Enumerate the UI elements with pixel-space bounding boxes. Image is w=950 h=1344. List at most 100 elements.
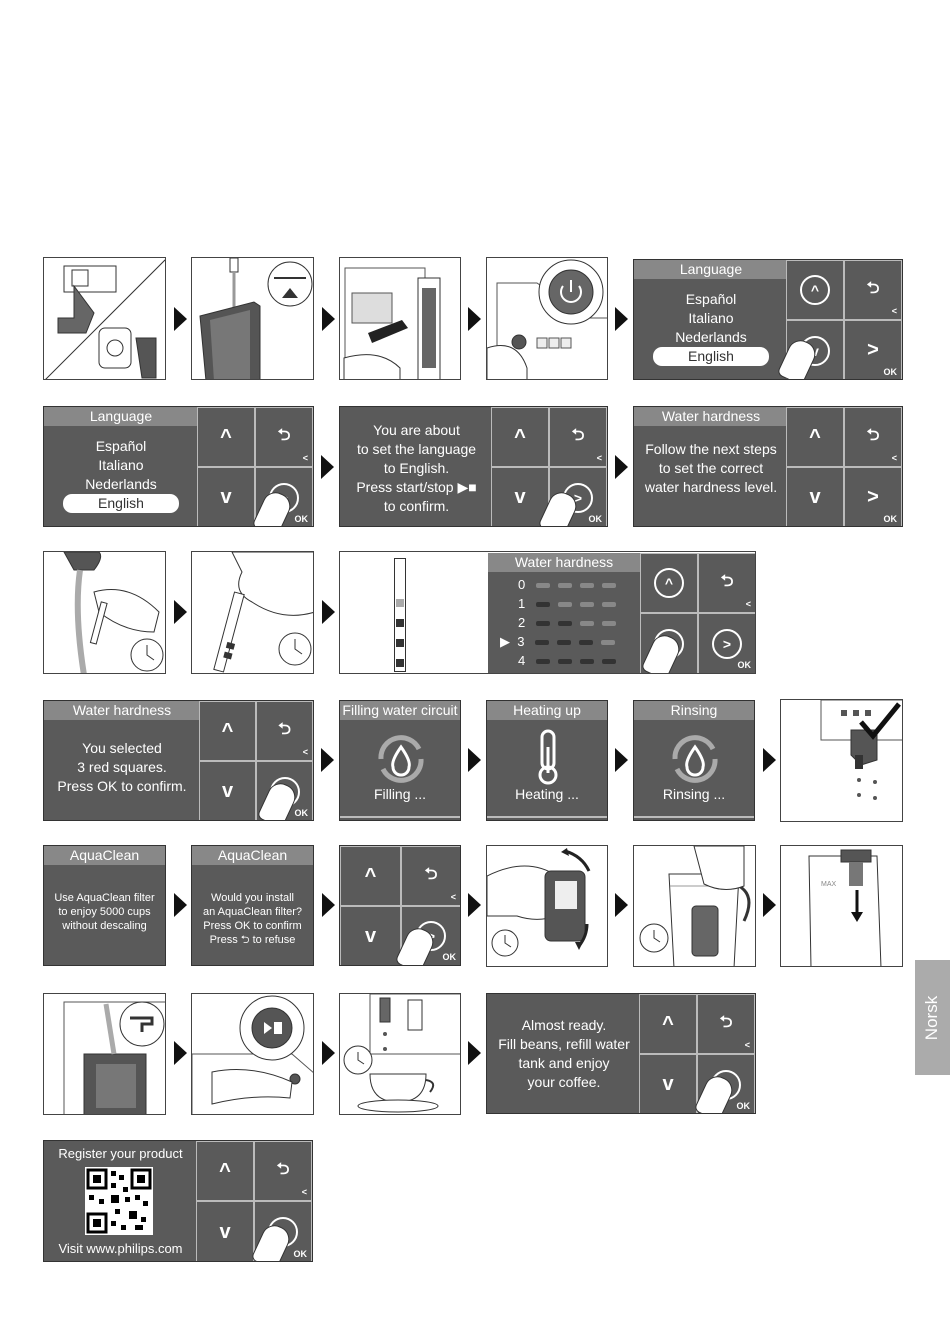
back-button[interactable]: ⮌<: [256, 701, 313, 761]
coffee-cup-illustration: [343, 994, 460, 1113]
aquaclean-info-screen: AquaClean Use AquaClean filter to enjoy …: [43, 845, 166, 966]
water-hardness-select-panel: Water hardness 0 1 2 ▶ 3 4 ^ ⮌< v >OK: [339, 551, 756, 674]
chevron-down-icon: v: [221, 780, 234, 802]
arrow-right-icon: [322, 1041, 335, 1065]
down-button[interactable]: v: [340, 906, 401, 965]
language-option-selected[interactable]: English: [63, 494, 179, 513]
up-button[interactable]: ^: [786, 407, 844, 467]
tank-max-label: MAX: [821, 881, 837, 888]
down-button[interactable]: v: [786, 467, 844, 526]
screen-title: Filling water circuit: [340, 701, 460, 720]
back-button[interactable]: ⮌<: [844, 260, 902, 320]
language-option[interactable]: Italiano: [688, 310, 734, 326]
language-option[interactable]: Español: [685, 291, 737, 307]
down-button[interactable]: v: [197, 467, 255, 526]
arrow-right-icon: [321, 748, 334, 772]
ok-button[interactable]: >OK: [844, 467, 902, 526]
up-button[interactable]: ^: [196, 1141, 254, 1201]
hardness-level-row[interactable]: 4: [518, 653, 624, 668]
screen-title: Rinsing: [634, 701, 754, 720]
down-button[interactable]: v: [199, 761, 256, 820]
back-icon: ⮌: [866, 279, 880, 297]
chevron-up-icon: ^: [514, 425, 526, 448]
chevron-down-icon: v: [364, 924, 377, 947]
up-button[interactable]: ^: [786, 260, 844, 320]
progress-bar: [340, 816, 460, 818]
up-button[interactable]: ^: [640, 553, 698, 613]
arrow-right-icon: [174, 893, 187, 917]
screen-title: Water hardness: [488, 553, 640, 572]
chevron-up-icon: ^: [800, 275, 830, 305]
back-button[interactable]: ⮌<: [255, 407, 313, 467]
hardness-level-row-selected[interactable]: ▶ 3: [500, 634, 623, 650]
up-button[interactable]: ^: [639, 994, 697, 1054]
language-option[interactable]: Nederlands: [675, 329, 747, 345]
chevron-down-icon: v: [809, 486, 821, 508]
strip-square: [396, 659, 404, 667]
back-button[interactable]: ⮌<: [401, 846, 460, 906]
thermometer-icon: [538, 729, 558, 785]
step-press-start: [191, 993, 314, 1115]
language-side-tab[interactable]: Norsk: [915, 960, 950, 1075]
hardness-level-row[interactable]: 1: [518, 596, 624, 611]
info-message: Use AquaClean filter to enjoy 5000 cups …: [54, 892, 155, 932]
hardness-level-row[interactable]: 2: [518, 615, 624, 630]
arrow-right-icon: [468, 307, 481, 331]
back-button[interactable]: ⮌<: [844, 407, 902, 467]
register-screen: Register your product Visit www.philips.…: [43, 1140, 313, 1262]
dispenser-illustration: [820, 700, 902, 800]
back-button[interactable]: ⮌<: [697, 994, 755, 1054]
water-hardness-select-screen: Water hardness 0 1 2 ▶ 3 4 ^ ⮌< v >OK: [488, 553, 755, 673]
circulate-drop-icon: [378, 735, 424, 783]
back-icon: ⮌: [571, 426, 585, 444]
arrow-right-icon: [174, 600, 187, 624]
strip-square: [396, 619, 404, 627]
ok-button[interactable]: >OK: [698, 613, 755, 673]
arrow-right-icon: [322, 893, 335, 917]
side-tab-label: Norsk: [922, 995, 942, 1040]
arrow-right-icon: [174, 307, 187, 331]
chevron-up-icon: ^: [364, 864, 377, 887]
back-icon: ⮌: [719, 1013, 733, 1031]
step-brew-coffee: [339, 993, 461, 1115]
ok-button[interactable]: >OK: [844, 320, 902, 379]
language-screen-1: Language Español Italiano Nederlands Eng…: [633, 259, 903, 380]
language-option[interactable]: Italiano: [98, 457, 144, 473]
up-button[interactable]: ^: [340, 846, 401, 906]
up-button[interactable]: ^: [199, 701, 256, 761]
back-button[interactable]: ⮌<: [254, 1141, 312, 1201]
almost-ready-screen: Almost ready. Fill beans, refill water t…: [486, 993, 756, 1114]
test-strip-illustration: [213, 552, 313, 673]
down-button[interactable]: v: [196, 1201, 254, 1261]
arrow-right-icon: [615, 455, 628, 479]
language-option[interactable]: Español: [95, 438, 147, 454]
start-button-illustration: [192, 995, 313, 1114]
language-list: Español Italiano Nederlands English: [634, 290, 788, 366]
up-button[interactable]: ^: [197, 407, 255, 467]
rinsing-screen: Rinsing Rinsing ...: [633, 700, 755, 821]
down-button[interactable]: v: [639, 1054, 697, 1113]
back-button[interactable]: ⮌<: [698, 553, 755, 613]
chevron-up-icon: ^: [221, 719, 234, 742]
aquaclean-question-screen: AquaClean Would you install an AquaClean…: [191, 845, 314, 966]
chevron-down-icon: v: [219, 1220, 231, 1243]
plug-illustration: [45, 259, 165, 379]
confirm-message: You selected 3 red squares. Press OK to …: [57, 740, 187, 794]
back-button[interactable]: ⮌<: [549, 407, 607, 467]
screen-title: Language: [634, 260, 788, 279]
back-icon: ⮌: [866, 426, 880, 444]
progress-bar: [487, 816, 607, 818]
up-button[interactable]: ^: [491, 407, 549, 467]
aquaclean-buttons-screen: ^ ⮌< v >OK: [339, 845, 461, 966]
hardness-level-row[interactable]: 0: [518, 577, 624, 592]
language-option[interactable]: Nederlands: [85, 476, 157, 492]
arrow-right-icon: [322, 600, 335, 624]
screen-title: AquaClean: [192, 846, 313, 865]
language-option-selected[interactable]: English: [653, 347, 769, 366]
chevron-right-icon: >: [867, 486, 879, 508]
progress-bar: [634, 816, 754, 818]
chevron-up-icon: ^: [662, 1012, 674, 1035]
play-pointer-icon: ▶: [500, 634, 510, 649]
down-button[interactable]: v: [491, 467, 549, 526]
water-tank-illustration: [199, 258, 313, 379]
